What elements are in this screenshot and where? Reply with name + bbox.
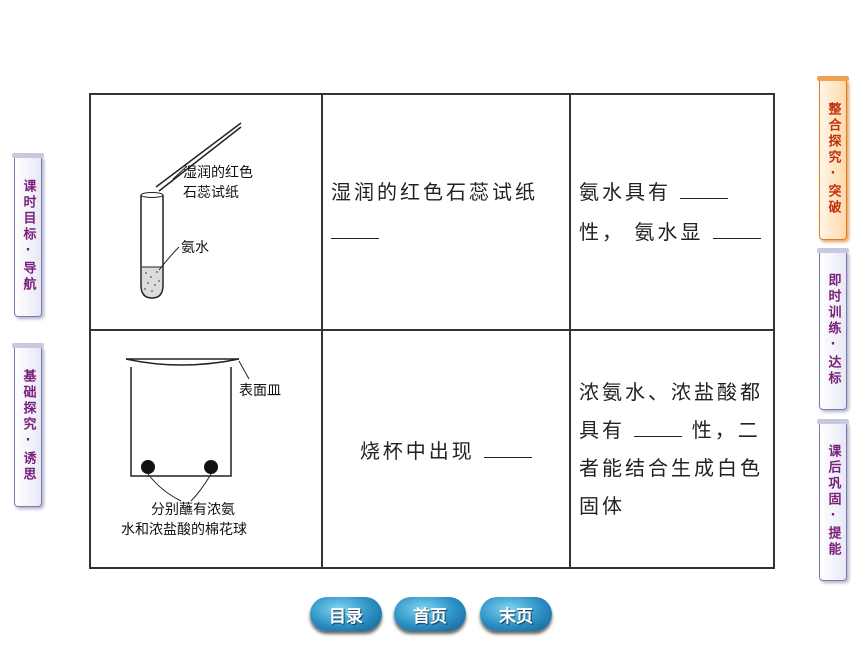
last-page-label: 末页	[499, 606, 533, 627]
figure-label: 氨水	[181, 240, 209, 256]
tab-cap	[817, 248, 849, 253]
conclusion-text: 浓氨水、浓盐酸都具有	[579, 380, 763, 442]
tab-cap	[12, 343, 44, 348]
tab-integrated-inquiry[interactable]: 整合探究·突破	[817, 76, 849, 240]
figure-label: 水和浓盐酸的棉花球	[121, 521, 247, 538]
answer-blank[interactable]	[712, 218, 761, 239]
figure-label: 石蕊试纸	[183, 185, 239, 201]
tab-label: 课后巩固·提能	[825, 444, 841, 558]
answer-blank[interactable]	[484, 437, 533, 458]
phenomenon-text: 烧杯中出现	[359, 438, 475, 463]
answer-blank[interactable]	[634, 416, 683, 437]
tab-label: 整合探究·突破	[825, 102, 841, 216]
tab-label: 课时目标·导航	[20, 179, 36, 293]
figure-label: 表面皿	[239, 383, 281, 399]
experiment-table: 湿润的红色 石蕊试纸 氨水 湿润的红色石蕊试纸 氨水具有 性， 氨水显	[89, 93, 775, 569]
tab-label: 基础探究·诱思	[20, 369, 36, 483]
first-page-label: 首页	[413, 606, 447, 627]
answer-blank[interactable]	[331, 218, 379, 239]
conclusion-cell: 浓氨水、浓盐酸都具有 性，二者能结合生成白色固体	[569, 329, 775, 569]
tab-basic-inquiry[interactable]: 基础探究·诱思	[12, 343, 44, 507]
figure-label: 分别蘸有浓氨	[151, 502, 235, 518]
tab-lesson-goals[interactable]: 课时目标·导航	[12, 153, 44, 317]
tab-label: 即时训练·达标	[825, 273, 841, 387]
tab-cap	[817, 419, 849, 424]
figure-cell: 湿润的红色 石蕊试纸 氨水	[89, 93, 323, 331]
tab-instant-practice[interactable]: 即时训练·达标	[817, 248, 849, 410]
phenomenon-text: 湿润的红色石蕊试纸	[331, 180, 538, 204]
tab-cap	[817, 76, 849, 81]
tab-after-class[interactable]: 课后巩固·提能	[817, 419, 849, 581]
table-row: 表面皿 分别蘸有浓氨 水和浓盐酸的棉花球 烧杯中出现 浓氨水、浓盐酸都具有 性，…	[89, 329, 775, 569]
conclusion-text: 性，二者能结合生成白色固体	[579, 418, 763, 518]
conclusion-text: 氨水具有	[579, 180, 671, 204]
conclusion-text: 氨水显	[634, 220, 704, 244]
phenomenon-cell: 湿润的红色石蕊试纸	[321, 93, 571, 331]
tab-cap	[12, 153, 44, 158]
last-page-button[interactable]: 末页	[480, 597, 552, 631]
answer-blank[interactable]	[680, 178, 729, 199]
test-tube-figure: 湿润的红色 石蕊试纸 氨水	[140, 122, 253, 299]
beaker-figure: 表面皿 分别蘸有浓氨 水和浓盐酸的棉花球	[121, 358, 281, 538]
conclusion-text: 性，	[579, 220, 625, 244]
figure-cell: 表面皿 分别蘸有浓氨 水和浓盐酸的棉花球	[89, 329, 323, 569]
toc-label: 目录	[329, 606, 363, 627]
conclusion-cell: 氨水具有 性， 氨水显	[569, 93, 775, 331]
phenomenon-cell: 烧杯中出现	[321, 329, 571, 569]
table-row: 湿润的红色 石蕊试纸 氨水 湿润的红色石蕊试纸 氨水具有 性， 氨水显	[89, 93, 775, 331]
first-page-button[interactable]: 首页	[394, 597, 466, 631]
toc-button[interactable]: 目录	[310, 597, 382, 631]
figure-label: 湿润的红色	[183, 164, 253, 181]
